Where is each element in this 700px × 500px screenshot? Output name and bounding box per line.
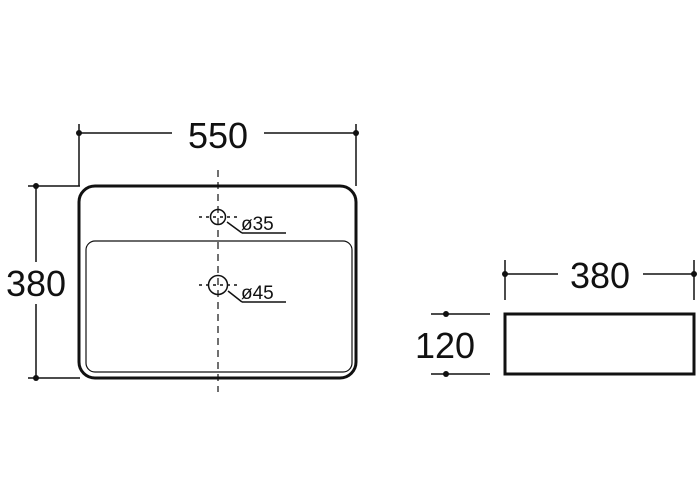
side-height-dimension xyxy=(431,313,490,375)
side-height-label: 120 xyxy=(415,325,475,366)
tap-hole xyxy=(199,208,286,234)
side-width-dimension xyxy=(504,260,695,300)
height-label: 380 xyxy=(6,263,66,304)
dimension-dots xyxy=(33,130,697,381)
width-label: 550 xyxy=(188,115,248,156)
side-width-label: 380 xyxy=(570,255,630,296)
drain-hole-label: ø45 xyxy=(241,283,274,304)
tap-hole-label: ø35 xyxy=(241,214,274,235)
drain-hole xyxy=(199,274,286,303)
basin-bowl xyxy=(85,240,353,373)
side-view-outline xyxy=(503,312,696,376)
